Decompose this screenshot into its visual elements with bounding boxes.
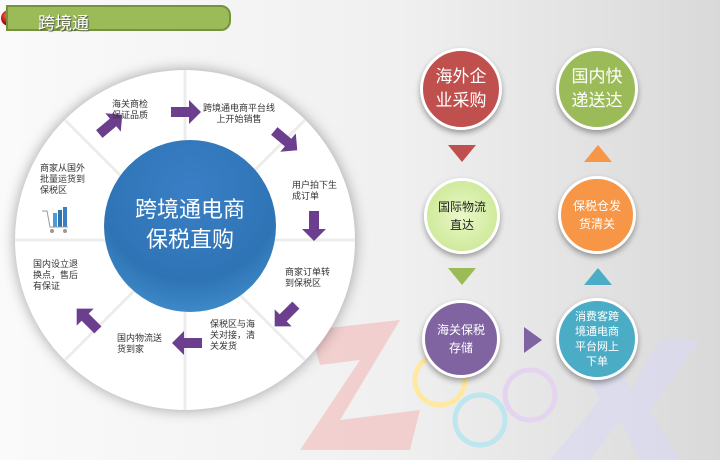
triangle-down-icon	[448, 145, 476, 162]
triangle-right-icon	[524, 327, 542, 353]
step-label: 商家从国外批量运货到保税区	[40, 164, 86, 196]
hub-line2: 保税直购	[145, 228, 234, 253]
shopping-cart-icon	[42, 207, 68, 233]
step-label: 保税区与海关对接，清关发货	[210, 320, 256, 352]
hub-circle: 跨境通电商 保税直购	[104, 140, 276, 312]
step-label: 商家订单转到保税区	[285, 268, 331, 289]
triangle-up-icon	[584, 268, 612, 285]
title-bar: 跨境通	[6, 5, 231, 34]
step-label: 国内物流送货到家	[117, 334, 163, 355]
step-label: 国内设立退换点，售后有保证	[33, 260, 79, 292]
step-label: 跨境通电商平台线上开始销售	[203, 104, 276, 125]
triangle-down-icon	[448, 268, 476, 285]
flow-international-logistics: 国际物流直达	[424, 178, 500, 254]
flow-domestic-delivery: 国内快递送达	[556, 48, 638, 130]
step-label: 海关商检保证品质	[112, 100, 149, 121]
flow-consumer-order: 消费客跨境通电商平台网上下单	[556, 298, 638, 380]
title: 跨境通	[38, 14, 89, 34]
hub-line1: 跨境通电商	[134, 198, 245, 223]
triangle-up-icon	[584, 145, 612, 162]
flow-bonded-warehouse: 保税仓发货清关	[558, 176, 636, 254]
step-label: 用户拍下生成订单	[292, 181, 338, 202]
flow-customs-storage: 海关保税存储	[422, 300, 500, 378]
flow-overseas-purchase: 海外企业采购	[420, 48, 502, 130]
